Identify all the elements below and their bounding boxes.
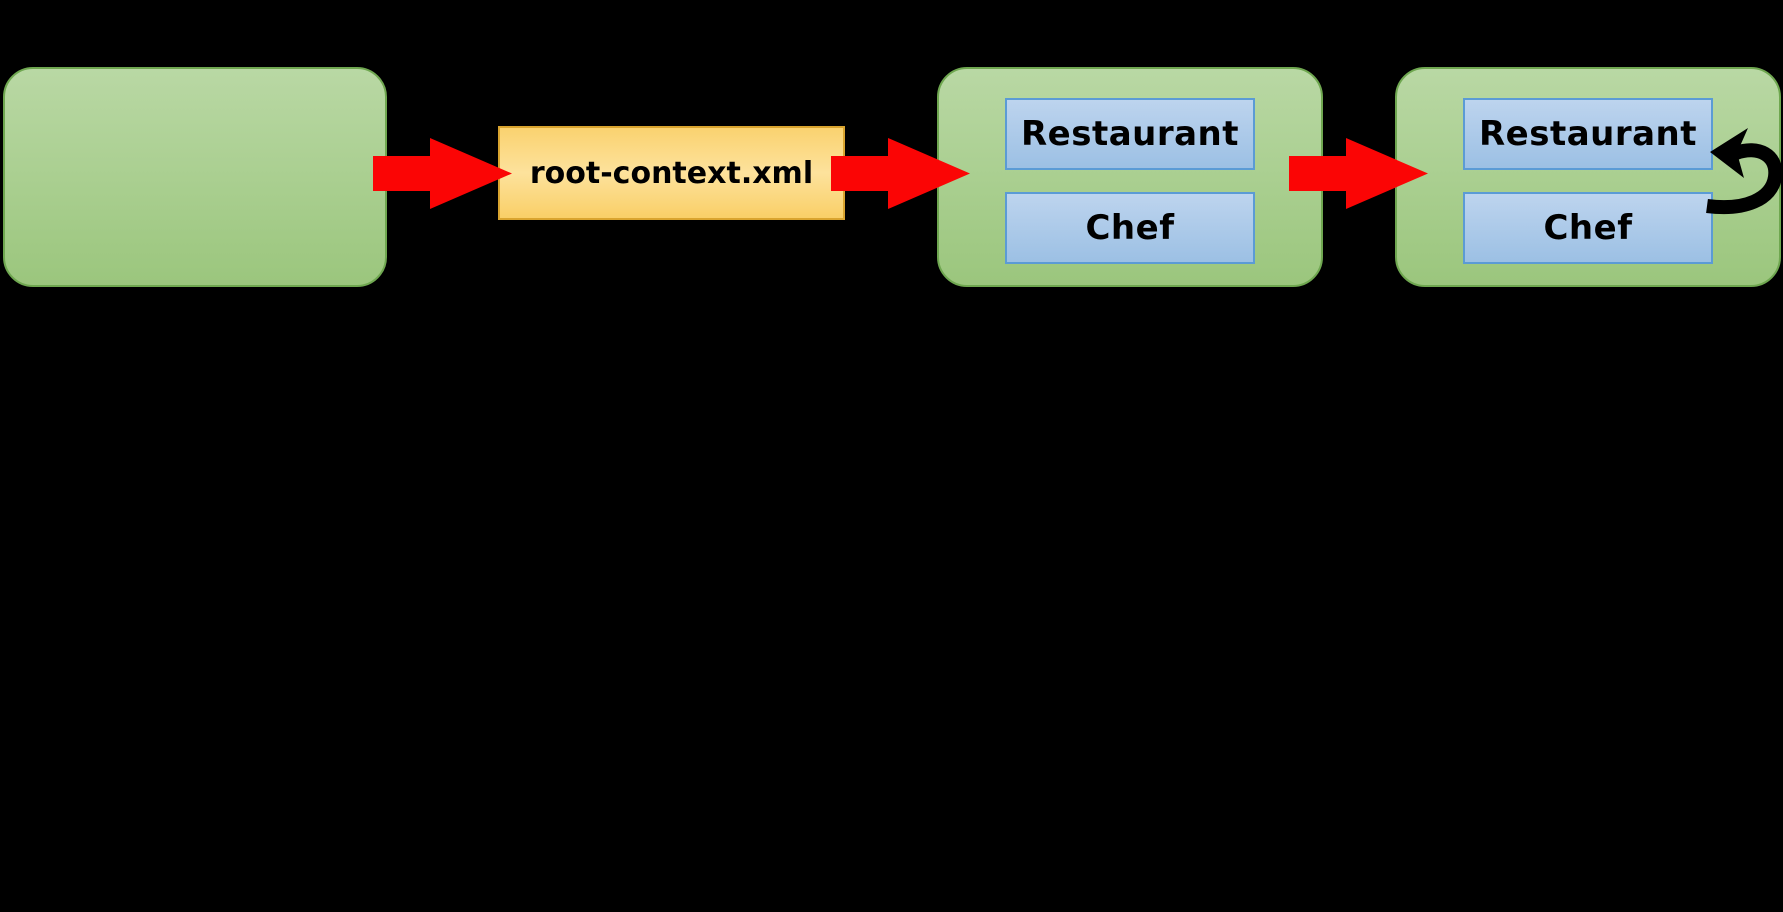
bean-label: Chef [1543, 208, 1633, 248]
bean-restaurant: Restaurant [1005, 98, 1255, 170]
bean-label: Restaurant [1478, 114, 1698, 154]
arrow-right-icon [831, 138, 970, 209]
arrow-right-icon [1289, 138, 1428, 209]
file-node-label: root-context.xml [529, 155, 814, 191]
bean-label: Restaurant [1020, 114, 1240, 154]
bean-container-node-1: Restaurant Chef [937, 67, 1323, 287]
empty-container-node [3, 67, 387, 287]
arrow-right-icon [373, 138, 512, 209]
root-context-file-node: root-context.xml [498, 126, 845, 220]
bean-chef: Chef [1463, 192, 1713, 264]
bean-chef: Chef [1005, 192, 1255, 264]
bean-restaurant: Restaurant [1463, 98, 1713, 170]
loop-arrow-icon [1706, 128, 1783, 215]
bean-label: Chef [1085, 208, 1175, 248]
bean-container-node-2: Restaurant Chef [1395, 67, 1781, 287]
